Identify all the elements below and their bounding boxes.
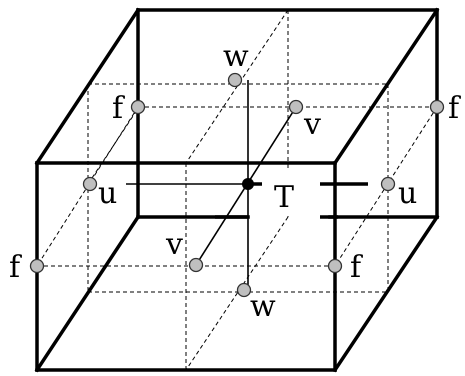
w-top-node	[227, 72, 243, 88]
t-center-label: T	[274, 180, 294, 215]
v-right-node	[288, 99, 304, 115]
u-left-node	[82, 176, 98, 192]
f-front-left-node	[29, 258, 45, 274]
labels: w w v v u u f f f f T	[9, 39, 461, 324]
center-point	[242, 178, 254, 190]
v-left-label: v	[165, 227, 183, 262]
u-left-label-bg	[96, 176, 126, 206]
u-right-label: u	[398, 176, 417, 211]
w-bottom-node	[236, 282, 252, 298]
u-left-label: u	[98, 176, 117, 211]
f-front-right-label: f	[350, 250, 363, 285]
f-front-right-node	[327, 258, 343, 274]
w-bottom-label: w	[250, 289, 276, 324]
t-label-bg	[268, 170, 318, 216]
f-front-left-label: f	[9, 250, 22, 285]
nodes	[29, 72, 445, 298]
f-back-right-node	[429, 99, 445, 115]
f-back-left-node	[130, 99, 146, 115]
f-back-right-label: f	[448, 91, 461, 126]
f-back-left-label: f	[112, 91, 125, 126]
v-left-node	[188, 257, 204, 273]
v-right-label: v	[303, 107, 321, 142]
u-right-node	[380, 176, 396, 192]
w-top-label: w	[223, 39, 249, 74]
